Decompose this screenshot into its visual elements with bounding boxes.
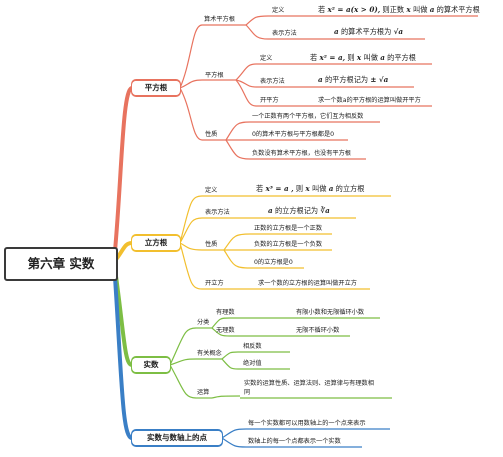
- branch-lifanggen[interactable]: 立方根: [132, 236, 180, 250]
- node-operations[interactable]: 运算: [197, 389, 210, 396]
- branch-pingfanggen[interactable]: 平方根: [132, 81, 180, 95]
- sqrt-property-1: 一个正数有两个平方根，它们互为相反数: [252, 113, 364, 120]
- operations-text-line1: 实数的运算性质、运算法则、运算律与有理数相: [244, 380, 374, 387]
- arith-notation-text: a 的算术平方根为 √a: [334, 27, 403, 36]
- kailifang-text: 求一个数的立方根的运算叫做开立方: [258, 280, 357, 287]
- numberline-item-1: 每一个实数都可以用数轴上的一个点来表示: [248, 420, 366, 427]
- cube-property-2: 负数的立方根是一个负数: [254, 241, 323, 248]
- node-kailifang[interactable]: 开立方: [205, 280, 224, 287]
- cube-property-1: 正数的立方根是一个正数: [254, 225, 323, 232]
- node-arith-definition[interactable]: 定义: [272, 7, 285, 14]
- numberline-item-2: 数轴上的每一个点都表示一个实数: [248, 438, 341, 445]
- node-arith-root[interactable]: 算术平方根: [204, 16, 235, 23]
- operations-text-line2: 同: [244, 389, 251, 396]
- concept-absolute: 绝对值: [243, 360, 262, 367]
- node-cube-properties[interactable]: 性质: [205, 241, 218, 248]
- node-classification[interactable]: 分类: [197, 319, 210, 326]
- cube-notation-text: a 的立方根记为 ∛a: [268, 206, 330, 215]
- node-rational[interactable]: 有理数: [216, 309, 235, 316]
- sqrt-property-3: 负数没有算术平方根，也没有平方根: [252, 150, 351, 157]
- node-concepts[interactable]: 有关概念: [197, 350, 222, 357]
- node-kaipingfang[interactable]: 开平方: [260, 97, 279, 104]
- irrational-text: 无限不循环小数: [296, 327, 340, 334]
- concept-opposite: 相反数: [243, 343, 262, 350]
- cube-property-3: 0的立方根是0: [254, 259, 293, 266]
- rational-text: 有限小数和无限循环小数: [296, 309, 365, 316]
- kaipingfang-text: 求一个数a的平方根的运算叫做开平方: [318, 97, 421, 104]
- square-notation-text: a 的平方根记为 ± √a: [318, 75, 389, 84]
- node-square-definition[interactable]: 定义: [260, 55, 273, 62]
- cube-definition-text: 若 x³ = a , 则 x 叫做 a 的立方根: [256, 184, 365, 193]
- node-cube-notation[interactable]: 表示方法: [205, 209, 230, 216]
- node-arith-notation[interactable]: 表示方法: [272, 30, 297, 37]
- branch-shishu[interactable]: 实数: [132, 358, 170, 372]
- node-square-root[interactable]: 平方根: [205, 72, 224, 79]
- node-cube-definition[interactable]: 定义: [205, 187, 218, 194]
- branch-shuzhou[interactable]: 实数与数轴上的点: [132, 431, 222, 445]
- root-topic[interactable]: 第六章 实数: [4, 247, 118, 281]
- node-square-notation[interactable]: 表示方法: [260, 78, 285, 85]
- sqrt-property-2: 0的算术平方根与平方根都是0: [252, 131, 335, 138]
- arith-definition-text: 若 x² = a(x > 0), 则正数 x 叫做 a 的算术平方根: [318, 5, 480, 14]
- node-irrational[interactable]: 无理数: [216, 327, 235, 334]
- square-definition-text: 若 x² = a, 则 x 叫做 a 的平方根: [310, 53, 416, 62]
- node-sqrt-properties[interactable]: 性质: [205, 131, 218, 138]
